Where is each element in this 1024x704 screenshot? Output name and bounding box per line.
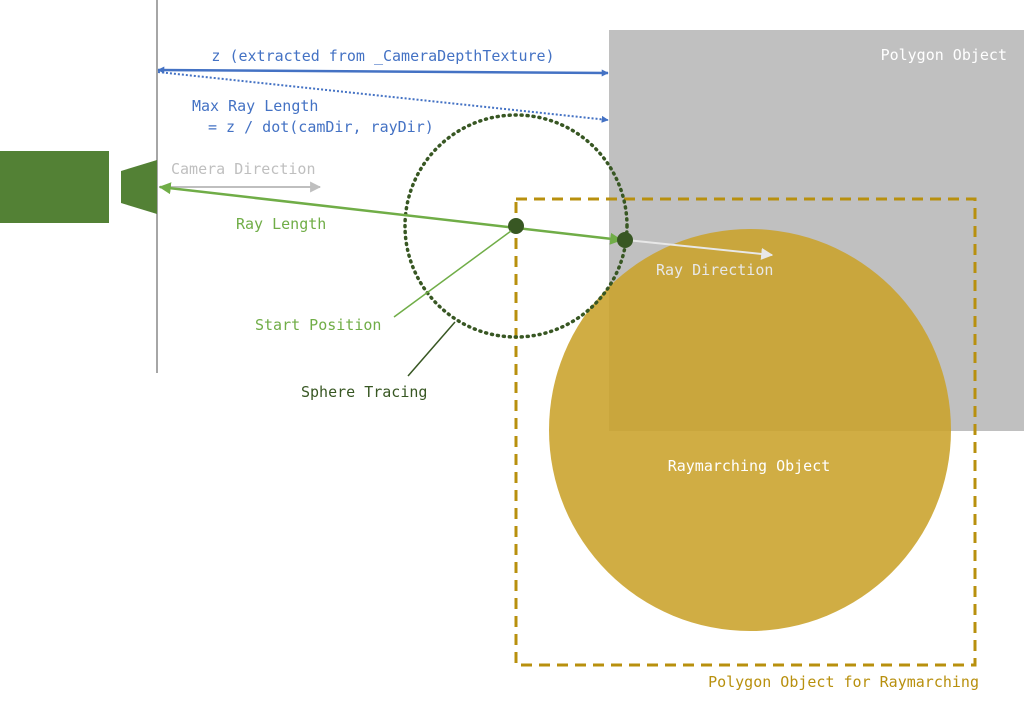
ray-direction-label: Ray Direction [656, 261, 773, 279]
raymarching-object [549, 229, 951, 631]
start-position-leader [393, 230, 512, 318]
start-position-label: Start Position [255, 316, 381, 334]
z-depth-arrow [157, 66, 609, 77]
polygon-object-label: Polygon Object [881, 46, 1007, 64]
max-ray-length-arrow [157, 71, 609, 123]
sphere-tracing-leader [407, 321, 456, 377]
ray-length-arrow [158, 182, 623, 245]
raymarching-bounds-box [514, 197, 977, 667]
ray-direction-arrow [625, 239, 774, 260]
max-ray-length-label: Max Ray Length [192, 97, 318, 115]
camera-direction-label: Camera Direction [171, 160, 316, 178]
start-position-point [508, 218, 524, 234]
raymarching-object-label: Raymarching Object [668, 457, 831, 475]
max-ray-length-formula: = z / dot(camDir, rayDir) [208, 118, 434, 136]
sphere-tracing-label: Sphere Tracing [301, 383, 427, 401]
ray-length-label: Ray Length [236, 215, 326, 233]
z-depth-label: z (extracted from _CameraDepthTexture) [211, 47, 554, 65]
raymarching-bounds-label: Polygon Object for Raymarching [708, 673, 979, 691]
hit-position-point [617, 232, 633, 248]
camera-icon [0, 151, 157, 223]
